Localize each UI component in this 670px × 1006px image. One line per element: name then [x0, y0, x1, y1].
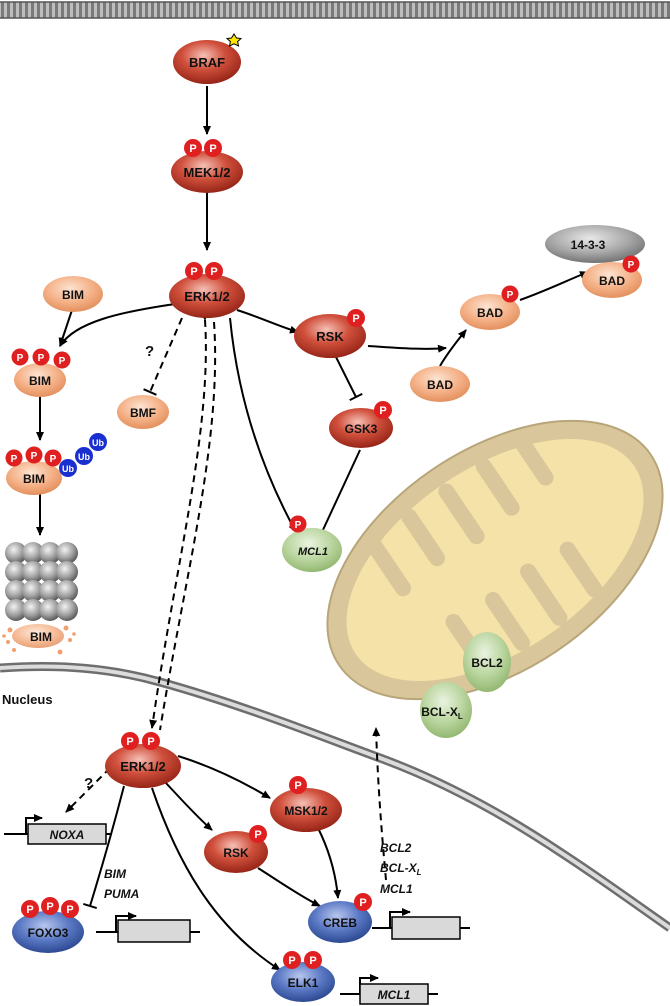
svg-text:P: P — [38, 353, 45, 364]
bim-node-2: BIM P P P — [11, 348, 71, 397]
erk-nucleus-node: ERK1/2 P P — [105, 732, 181, 788]
pathway-arrows — [36, 86, 589, 971]
svg-text:BIM: BIM — [62, 288, 84, 302]
degraded-bim-fragments — [2, 624, 76, 655]
nucleus-label: Nucleus — [2, 692, 53, 707]
svg-text:P: P — [210, 266, 217, 278]
svg-text:P: P — [26, 904, 33, 916]
svg-text:ERK1/2: ERK1/2 — [120, 759, 166, 774]
svg-text:14-3-3: 14-3-3 — [571, 238, 606, 252]
svg-text:Ub: Ub — [78, 452, 90, 462]
proteasome-icon — [5, 542, 78, 621]
mek-node: MEK1/2 P P — [171, 139, 243, 193]
gene-creb-targets: BCL2 BCL-XL MCL1 — [372, 841, 470, 940]
svg-text:BRAF: BRAF — [189, 55, 225, 70]
gene-noxa: NOXA — [4, 814, 112, 845]
svg-text:P: P — [126, 736, 133, 748]
svg-text:P: P — [50, 454, 57, 465]
svg-text:P: P — [17, 353, 24, 364]
svg-text:P: P — [66, 904, 73, 916]
noxa-label: NOXA — [50, 828, 85, 842]
gene-mcl1: MCL1 — [340, 974, 438, 1005]
svg-text:BAD: BAD — [599, 274, 625, 288]
svg-text:P: P — [294, 780, 301, 792]
svg-text:BCL2: BCL2 — [471, 656, 503, 670]
svg-text:BAD: BAD — [427, 378, 453, 392]
plasma-membrane — [0, 1, 670, 19]
question-mark-bmf: ? — [145, 343, 154, 360]
erk-cytoplasm-node: ERK1/2 P P — [169, 262, 245, 318]
bclxl-node: BCL-XL — [420, 682, 472, 738]
svg-text:P: P — [209, 143, 216, 155]
svg-text:P: P — [379, 405, 386, 417]
svg-text:P: P — [59, 356, 66, 367]
svg-text:ELK1: ELK1 — [288, 976, 319, 990]
elk1-node: ELK1 P P — [271, 951, 335, 1002]
bmf-node: BMF — [117, 395, 169, 429]
svg-text:CREB: CREB — [323, 916, 357, 930]
nuclear-envelope — [0, 662, 670, 932]
bim-node-4: BIM — [30, 630, 52, 644]
svg-text:P: P — [189, 143, 196, 155]
svg-text:P: P — [46, 901, 53, 913]
svg-text:Ub: Ub — [62, 464, 74, 474]
foxo3-target-bim: BIM — [104, 867, 127, 881]
foxo3-node: FOXO3 P P P — [12, 897, 84, 953]
svg-text:RSK: RSK — [316, 329, 344, 344]
gsk3-node: GSK3 P — [329, 401, 393, 448]
svg-text:BAD: BAD — [477, 306, 503, 320]
mcl1-gene-label: MCL1 — [378, 988, 411, 1002]
creb-target-mcl1: MCL1 — [380, 882, 413, 896]
svg-text:FOXO3: FOXO3 — [28, 926, 69, 940]
bad-node-free: BAD — [410, 366, 470, 402]
svg-text:P: P — [190, 266, 197, 278]
svg-text:ERK1/2: ERK1/2 — [184, 289, 230, 304]
rsk-cytoplasm-node: RSK P — [294, 309, 366, 358]
svg-text:P: P — [11, 454, 18, 465]
svg-text:BMF: BMF — [130, 406, 156, 420]
mutation-star-icon — [225, 33, 243, 47]
svg-text:MCL1: MCL1 — [298, 546, 328, 558]
svg-text:P: P — [352, 313, 359, 325]
question-mark-noxa: ? — [84, 775, 93, 792]
svg-text:P: P — [31, 451, 38, 462]
svg-text:Ub: Ub — [92, 438, 104, 448]
braf-node: BRAF — [173, 33, 243, 84]
bad-node-phospho: BAD P — [460, 285, 520, 330]
svg-text:P: P — [628, 260, 635, 271]
svg-text:P: P — [147, 736, 154, 748]
svg-text:P: P — [359, 897, 366, 909]
gene-foxo3-targets: BIM PUMA — [96, 867, 200, 943]
creb-target-bcl2: BCL2 — [380, 841, 412, 855]
svg-text:MEK1/2: MEK1/2 — [184, 165, 231, 180]
svg-text:P: P — [288, 955, 295, 967]
bcl2-node: BCL2 — [463, 632, 511, 692]
svg-text:BIM: BIM — [23, 472, 45, 486]
bim-node-3: BIM P P P Ub Ub Ub — [5, 433, 107, 495]
foxo3-target-puma: PUMA — [104, 887, 139, 901]
complex-14-3-3-bad: 14-3-3 BAD P — [545, 225, 645, 298]
svg-text:BIM: BIM — [29, 374, 51, 388]
svg-text:GSK3: GSK3 — [345, 422, 378, 436]
svg-text:P: P — [254, 829, 261, 841]
svg-text:RSK: RSK — [223, 846, 249, 860]
mcl1-protein-node: MCL1 P — [282, 515, 342, 572]
msk-node: MSK1/2 P — [270, 776, 342, 832]
creb-target-bclxl: BCL-XL — [380, 861, 422, 877]
bim-node-1: BIM — [43, 276, 103, 312]
creb-node: CREB P — [308, 893, 372, 943]
svg-text:P: P — [507, 290, 514, 301]
rsk-nucleus-node: RSK P — [204, 825, 268, 873]
svg-text:MSK1/2: MSK1/2 — [284, 804, 328, 818]
svg-text:BCL-XL: BCL-XL — [421, 705, 463, 721]
svg-text:P: P — [295, 520, 302, 531]
svg-text:P: P — [309, 955, 316, 967]
